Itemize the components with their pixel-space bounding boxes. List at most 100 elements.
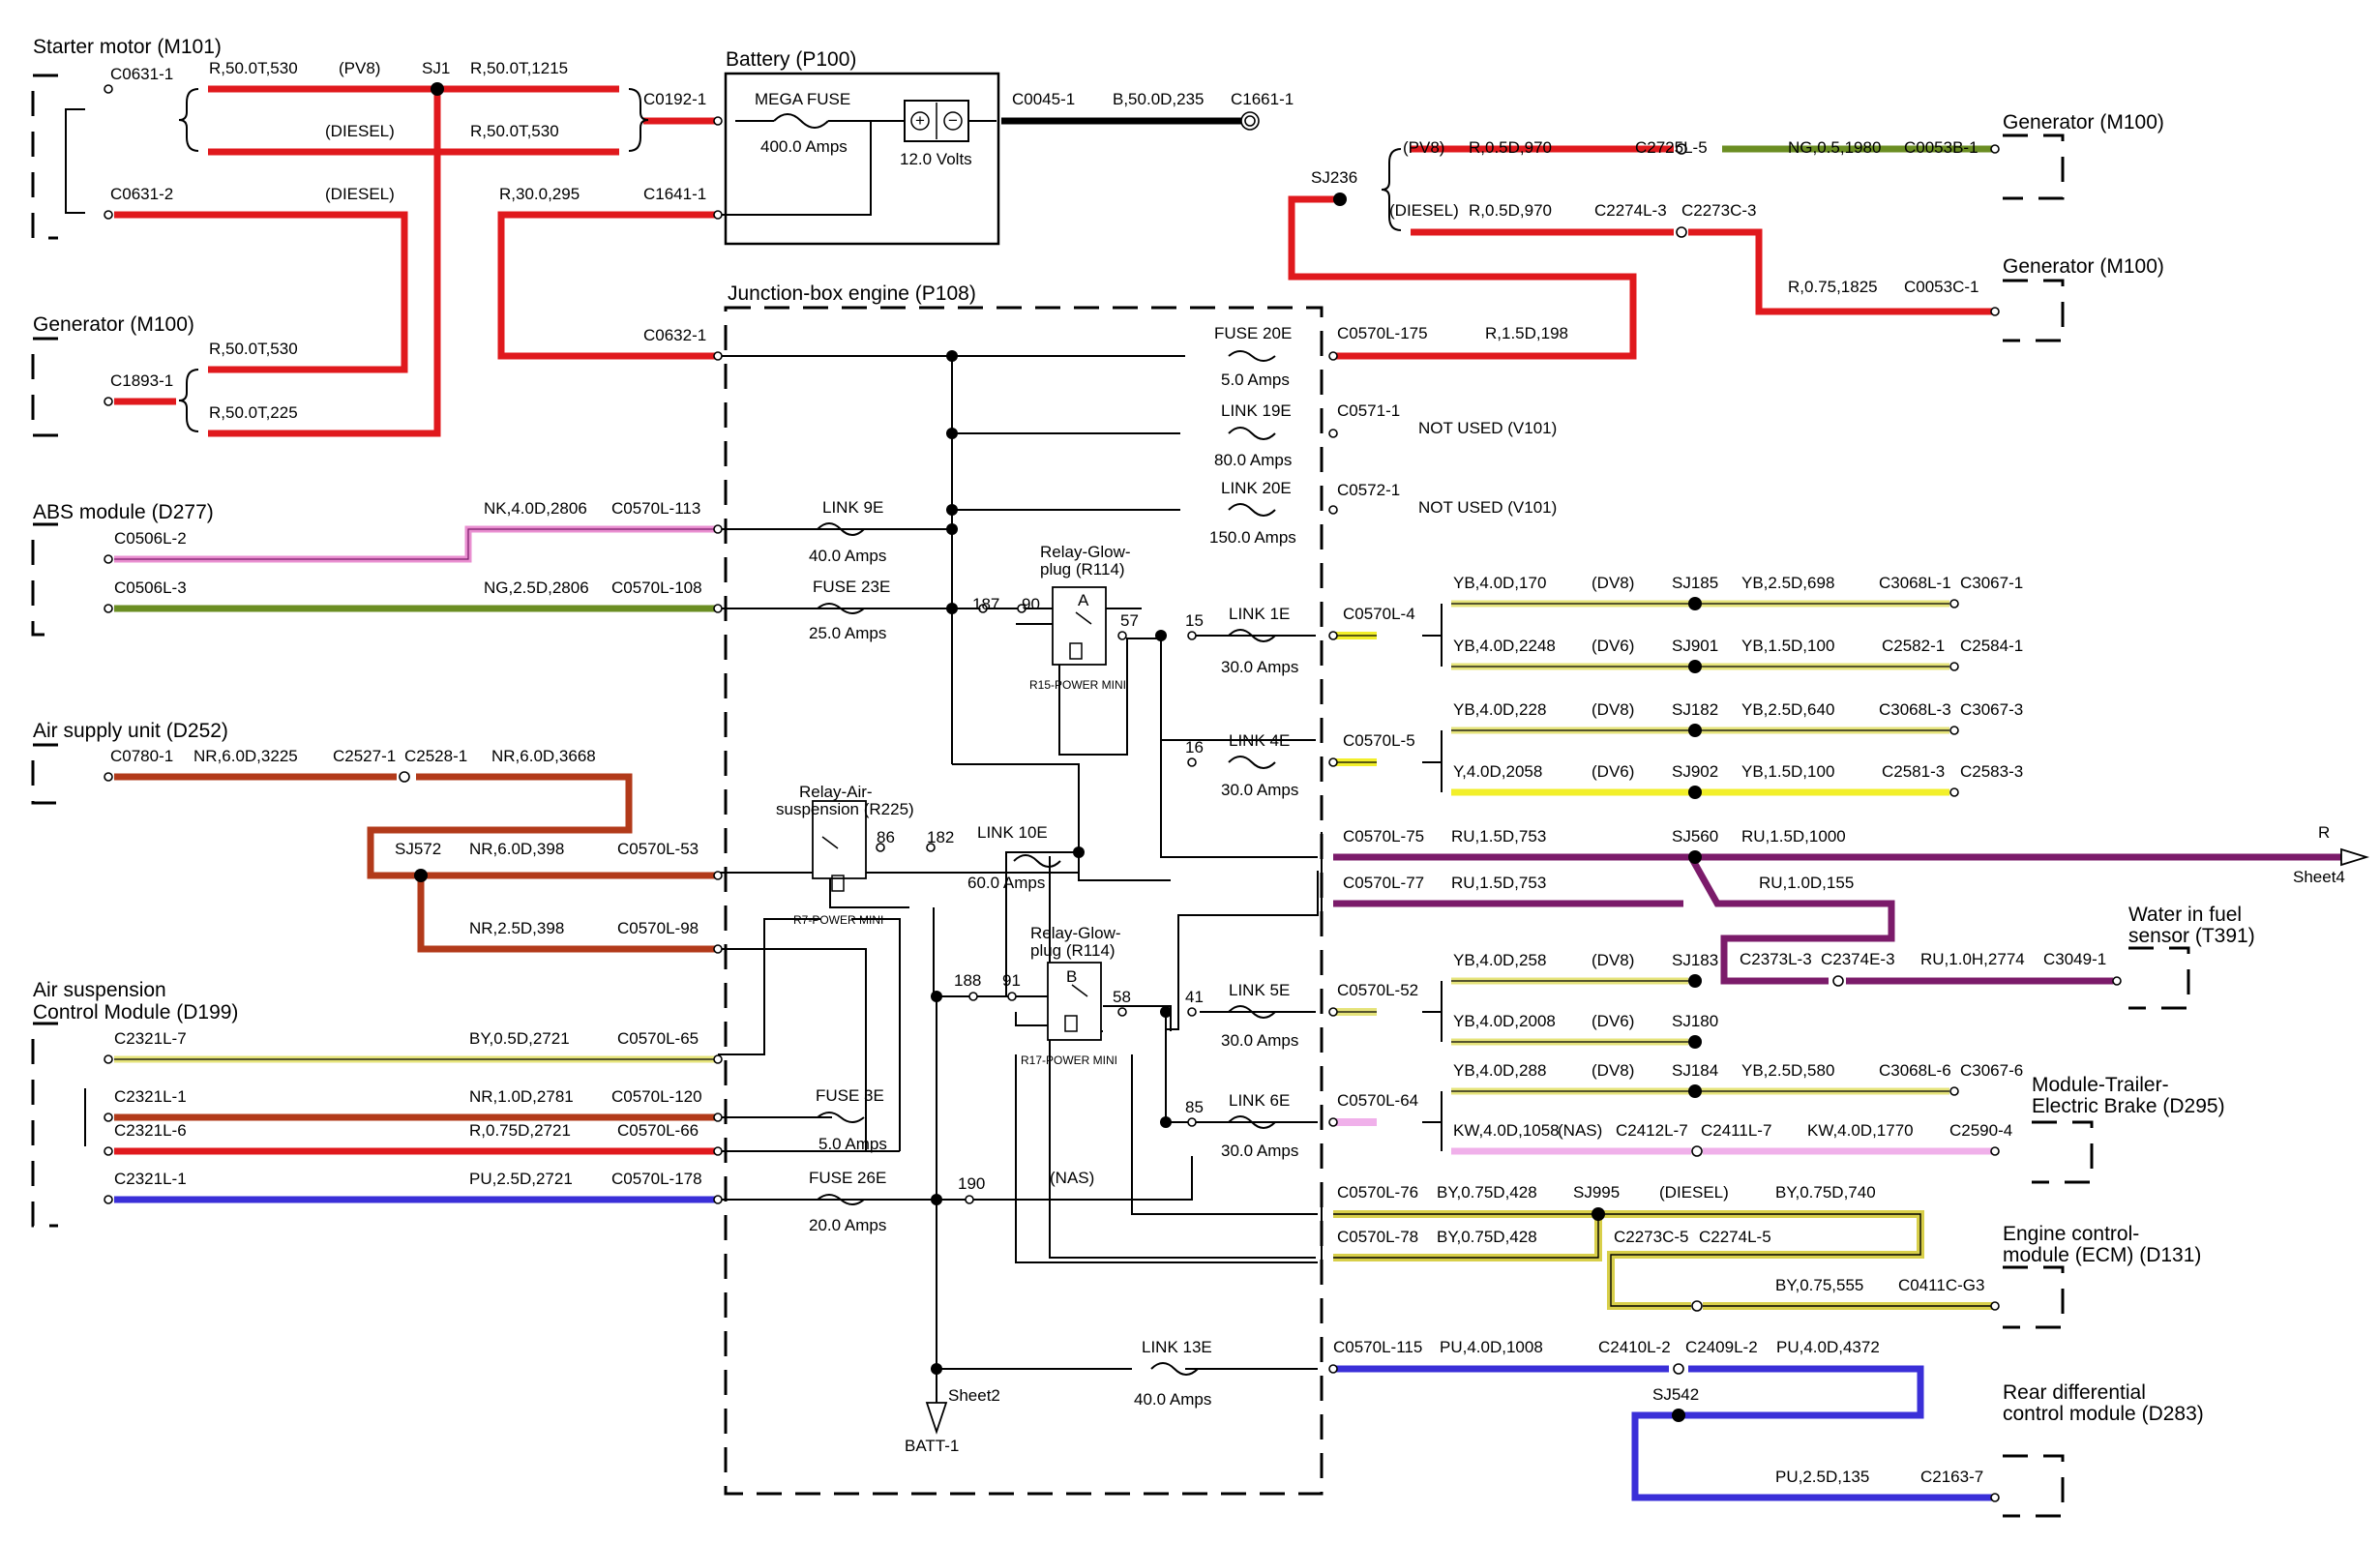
- variant-label: (DV6): [1592, 637, 1634, 655]
- connector-label: C2582-1: [1882, 637, 1945, 655]
- wire-label: NR,1.0D,2781: [469, 1087, 574, 1106]
- link-label: LINK 20E: [1221, 479, 1292, 497]
- connector-label: C0570L-4: [1343, 605, 1415, 623]
- wire-label: R,30.0,295: [499, 185, 580, 203]
- link-label: LINK 10E: [977, 823, 1048, 842]
- battery-voltage: 12.0 Volts: [900, 150, 972, 168]
- wire-label: R,0.75D,2721: [469, 1121, 571, 1140]
- wire-label: RU,1.5D,753: [1451, 874, 1546, 892]
- relay-id: R7-POWER MINI: [793, 913, 883, 927]
- water-title-2: sensor (T391): [2128, 925, 2255, 947]
- connector-label: C2274L-3: [1594, 201, 1667, 220]
- wire-label: R,1.5D,198: [1485, 324, 1568, 342]
- wire-label: NG,2.5D,2806: [484, 579, 589, 597]
- link-label: LINK 1E: [1229, 605, 1290, 623]
- splice-label: SJ180: [1672, 1012, 1718, 1030]
- pin-number: 16: [1185, 738, 1204, 757]
- connector-label: C0570L-77: [1343, 874, 1424, 892]
- connector-label: C2725L-5: [1635, 138, 1708, 157]
- link-label: LINK 4E: [1229, 731, 1290, 750]
- connector-label: C2274L-5: [1699, 1228, 1771, 1246]
- wire-label: NR,2.5D,398: [469, 919, 564, 937]
- connector-label: C2163-7: [1920, 1468, 1983, 1486]
- rear-title-1: Rear differential: [2003, 1381, 2146, 1404]
- wire-label: RU,1.5D,753: [1451, 827, 1546, 846]
- water-title-1: Water in fuel: [2128, 904, 2242, 926]
- splice-label: SJ572: [395, 840, 441, 858]
- wire-label: PU,4.0D,1008: [1440, 1338, 1543, 1356]
- connector-label: C0570L-113: [611, 499, 700, 518]
- wire-label: YB,4.0D,2008: [1453, 1012, 1556, 1030]
- variant-label: (DV8): [1592, 951, 1634, 969]
- link-rating: 80.0 Amps: [1214, 451, 1292, 469]
- variant-label: (DIESEL): [1659, 1183, 1729, 1202]
- wire-label: RU,1.0D,155: [1759, 874, 1854, 892]
- ecm-title-2: module (ECM) (D131): [2003, 1244, 2201, 1266]
- pin-number: 188: [954, 971, 981, 990]
- fuse-label: FUSE 3E: [816, 1086, 884, 1105]
- wire-label: YB,4.0D,228: [1453, 700, 1546, 719]
- wire-label: YB,4.0D,2248: [1453, 637, 1556, 655]
- trailer-title-1: Module-Trailer-: [2032, 1074, 2169, 1096]
- link-rating: 30.0 Amps: [1221, 1031, 1298, 1050]
- connector-label: C3068L-3: [1879, 700, 1951, 719]
- sheet-ref: BATT-1: [905, 1437, 959, 1455]
- wire-label: NR,6.0D,398: [469, 840, 564, 858]
- fuse-rating: 20.0 Amps: [809, 1216, 886, 1234]
- splice-dots: [414, 82, 1702, 1422]
- rear-title-2: control module (D283): [2003, 1403, 2204, 1425]
- trailer-title-2: Electric Brake (D295): [2032, 1095, 2225, 1117]
- connector-label: C0570L-66: [617, 1121, 699, 1140]
- wire-label: R,50.0T,530: [209, 59, 298, 77]
- right-labels: SJ236 (PV8) R,0.5D,970 C2725L-5 NG,0.5,1…: [1311, 138, 2345, 1486]
- splice-label: SJ236: [1311, 168, 1357, 187]
- wire-label: YB,2.5D,640: [1741, 700, 1834, 719]
- sheet-ref: Sheet2: [948, 1386, 1000, 1405]
- relay-pin-label: B: [1066, 967, 1077, 986]
- jbox-labels: FUSE 20E 5.0 Amps LINK 19E 80.0 Amps LIN…: [776, 324, 1298, 1455]
- splice-label: SJ182: [1672, 700, 1718, 719]
- pin-number: 15: [1185, 611, 1204, 630]
- link-rating: 30.0 Amps: [1221, 1142, 1298, 1160]
- relay-pin-label: A: [1078, 591, 1089, 609]
- link-label: LINK 13E: [1142, 1338, 1212, 1356]
- connector-label: C0570L-65: [617, 1029, 699, 1048]
- pin-number: 182: [927, 828, 954, 846]
- relay-label: Relay-Air-: [799, 783, 873, 801]
- wire-label: NK,4.0D,2806: [484, 499, 587, 518]
- link-label: LINK 6E: [1229, 1091, 1290, 1110]
- variant-label: (DV6): [1592, 762, 1634, 781]
- wire-label: B,50.0D,235: [1113, 90, 1205, 108]
- wire-label: YB,4.0D,170: [1453, 574, 1546, 592]
- abs-title: ABS module (D277): [33, 501, 214, 523]
- wire-label: BY,0.75D,740: [1775, 1183, 1876, 1202]
- air-susp-title-2: Control Module (D199): [33, 1001, 238, 1024]
- connector-label: C0053B-1: [1904, 138, 1978, 157]
- variant-label: (DIESEL): [325, 122, 395, 140]
- splice-label: SJ560: [1672, 827, 1718, 846]
- wire-label: R,0.5D,970: [1469, 201, 1552, 220]
- connector-label: C0570L-115: [1333, 1338, 1422, 1356]
- fuse-rating: 5.0 Amps: [1221, 371, 1290, 389]
- variant-label: (DV8): [1592, 574, 1634, 592]
- connector-label: C3067-1: [1960, 574, 2023, 592]
- variant-label: (PV8): [339, 59, 380, 77]
- sheet4-arrow-icon: [2340, 847, 2370, 867]
- wire-label: YB,2.5D,580: [1741, 1061, 1834, 1080]
- connector-label: C2273C-3: [1681, 201, 1757, 220]
- pin-number: 57: [1120, 611, 1139, 630]
- connector-label: C0780-1: [110, 747, 173, 765]
- wire-label: R,50.0T,530: [209, 340, 298, 358]
- junction-internal-wiring: [718, 355, 1319, 1435]
- colored-wires: [114, 85, 2341, 1501]
- generator-right-2-title: Generator (M100): [2003, 255, 2164, 278]
- relay-label: suspension (R225): [776, 800, 914, 818]
- connector-label: C0570L-5: [1343, 731, 1415, 750]
- connector-label: C0570L-98: [617, 919, 699, 937]
- connector-label: C2581-3: [1882, 762, 1945, 781]
- pin-number: 86: [877, 828, 895, 846]
- splice-label: SJ901: [1672, 637, 1718, 655]
- wire-label: YB,4.0D,258: [1453, 951, 1546, 969]
- connector-label: C2321L-6: [114, 1121, 187, 1140]
